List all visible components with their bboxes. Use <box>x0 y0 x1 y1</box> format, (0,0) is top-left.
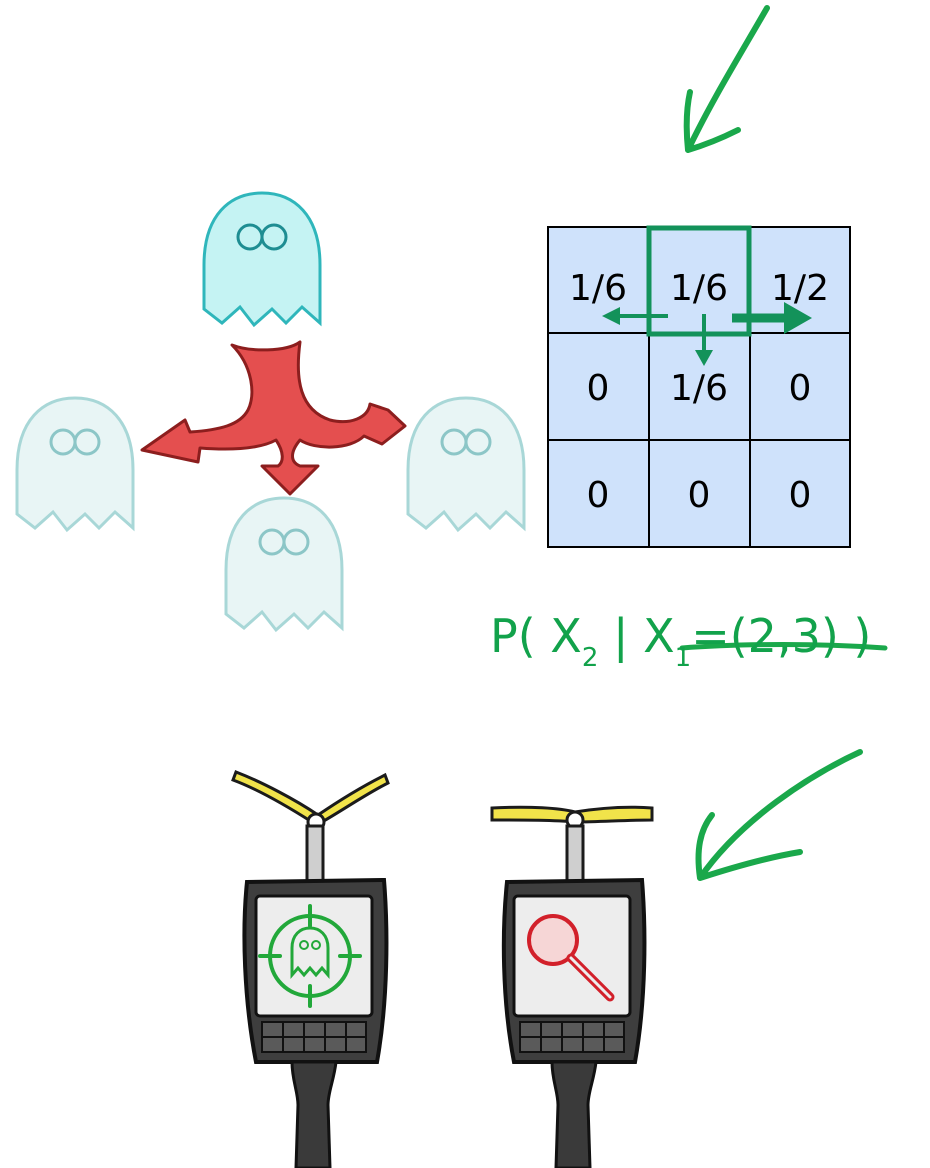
table-cell: 0 <box>789 475 812 516</box>
detector-magnifier-sensor <box>490 805 654 1168</box>
ghost-bottom <box>224 496 344 632</box>
conditional-probability-formula: P( X2 | X1=(2,3) ) <box>490 596 871 676</box>
table-cell: 1/2 <box>771 268 829 309</box>
current-cell-highlight <box>646 225 752 337</box>
table-cell: 0 <box>789 368 812 409</box>
formula-x2-subscript: 2 <box>581 643 599 673</box>
ghost-center <box>202 191 322 327</box>
ghost-right <box>406 396 526 532</box>
formula-x1-subscript: 1 <box>674 643 692 673</box>
table-cell: 1/6 <box>569 268 627 309</box>
table-cell: 1/6 <box>670 368 728 409</box>
ghost-left <box>15 396 135 532</box>
ghost-transition-illustration <box>15 191 526 632</box>
table-cell: 0 <box>587 475 610 516</box>
formula-prefix: P( X <box>490 609 582 663</box>
red-transition-arrows <box>140 340 407 496</box>
checkmark-annotation-bottom <box>695 749 863 881</box>
table-cell: 0 <box>688 475 711 516</box>
formula-suffix: ) <box>838 609 872 663</box>
formula-value: =(2,3) <box>691 609 839 663</box>
formula-bar: | <box>598 609 644 663</box>
detector-ghost-sensor <box>231 770 390 1168</box>
formula-x1: X <box>643 609 675 663</box>
table-cell: 0 <box>587 368 610 409</box>
table-cell: 1/6 <box>670 268 728 309</box>
ghost-target-icon <box>258 904 362 1008</box>
magnifying-glass-icon <box>527 914 615 1002</box>
checkmark-annotation-top <box>683 5 770 153</box>
formula-underline <box>679 642 888 651</box>
move-arrows <box>602 302 812 366</box>
transition-table: 1/6 1/6 1/2 0 1/6 0 0 0 0 <box>547 225 851 548</box>
